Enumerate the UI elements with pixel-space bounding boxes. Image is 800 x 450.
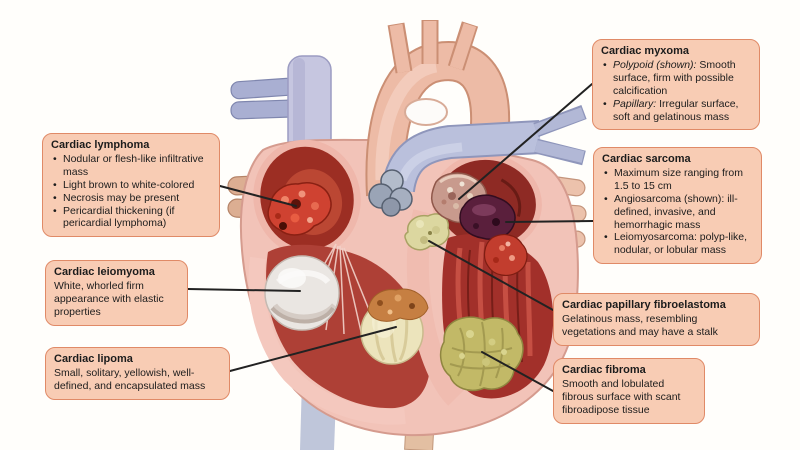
callout-cardiac-lymphoma: Cardiac lymphoma Nodular or flesh-like i… bbox=[42, 133, 220, 238]
callout-bullet: Angiosarcoma (shown): ill-defined, invas… bbox=[602, 193, 753, 231]
bullet-lead: Polypoid (shown): bbox=[613, 59, 697, 72]
callout-cardiac-papillary-fibroelastoma: Cardiac papillary fibroelastoma Gelatino… bbox=[553, 293, 760, 346]
callout-bullet: Light brown to white-colored bbox=[51, 179, 211, 192]
aortic-arch-branches bbox=[387, 20, 479, 74]
lipoma-leader-line bbox=[229, 326, 397, 372]
fibroelastoma-leader-line bbox=[428, 240, 554, 311]
pulmonary-valve bbox=[368, 169, 413, 217]
callout-cardiac-leiomyoma: Cardiac leiomyoma White, whorled firm ap… bbox=[45, 260, 188, 326]
callout-cardiac-lipoma: Cardiac lipoma Small, solitary, yellowis… bbox=[45, 347, 230, 400]
arch-window bbox=[404, 98, 448, 126]
fibroma-tumor bbox=[439, 316, 524, 392]
bullet-rest: Smooth surface, firm with possible calci… bbox=[613, 59, 736, 97]
callout-body: Smooth and lobulated fibrous surface wit… bbox=[562, 378, 681, 416]
right-pulmonary-artery-stubs bbox=[230, 77, 296, 120]
callout-cardiac-sarcoma: Cardiac sarcoma Maximum size ranging fro… bbox=[593, 147, 762, 264]
callout-cardiac-fibroma: Cardiac fibroma Smooth and lobulated fib… bbox=[553, 358, 705, 424]
fibroma-leader-line bbox=[481, 351, 554, 392]
lymphoma-leader-line bbox=[219, 185, 297, 207]
callout-bullet: Pericardial thickening (if pericardial l… bbox=[51, 205, 211, 231]
callout-title: Cardiac papillary fibroelastoma bbox=[562, 299, 726, 311]
bullet-rest: Irregular surface, soft and gelatinous m… bbox=[613, 97, 739, 123]
lipoma-tumor bbox=[360, 288, 429, 365]
callout-title: Cardiac fibroma bbox=[562, 364, 646, 376]
fibroelastoma-tumor bbox=[404, 213, 450, 251]
lymphoma-tumor bbox=[267, 182, 332, 236]
callout-title: Cardiac myxoma bbox=[601, 45, 690, 57]
callout-bullet: Papillary: Irregular surface, soft and g… bbox=[601, 98, 751, 124]
callout-bullet: Polypoid (shown): Smooth surface, firm w… bbox=[601, 59, 751, 97]
leader-lines bbox=[187, 83, 594, 392]
callout-bullet: Necrosis may be present bbox=[51, 192, 211, 205]
leiomyoma-tumor bbox=[264, 255, 340, 331]
callout-cardiac-myxoma: Cardiac myxoma Polypoid (shown): Smooth … bbox=[592, 39, 760, 131]
callout-body: Gelatinous mass, resembling vegetations … bbox=[562, 313, 718, 339]
callout-title: Cardiac lymphoma bbox=[51, 139, 150, 151]
sarcoma-leader-line bbox=[505, 220, 594, 223]
sarcoma-tumor bbox=[459, 194, 528, 276]
callout-title: Cardiac lipoma bbox=[54, 353, 133, 365]
callout-title: Cardiac sarcoma bbox=[602, 153, 691, 165]
callout-title: Cardiac leiomyoma bbox=[54, 266, 155, 278]
aorta bbox=[365, 20, 511, 197]
callout-bullet: Maximum size ranging from 1.5 to 15 cm bbox=[602, 167, 753, 193]
myxoma-leader-line bbox=[458, 83, 593, 200]
callout-body: Small, solitary, yellowish, well-defined… bbox=[54, 367, 206, 393]
callout-bullet: Nodular or flesh-like infiltrative mass bbox=[51, 153, 211, 179]
leiomyoma-leader-line bbox=[187, 288, 301, 292]
bullet-lead: Papillary: bbox=[613, 97, 657, 110]
callout-body: White, whorled firm appearance with elas… bbox=[54, 280, 164, 318]
callout-bullet: Leiomyosarcoma: polyp-like, nodular, or … bbox=[602, 231, 753, 257]
